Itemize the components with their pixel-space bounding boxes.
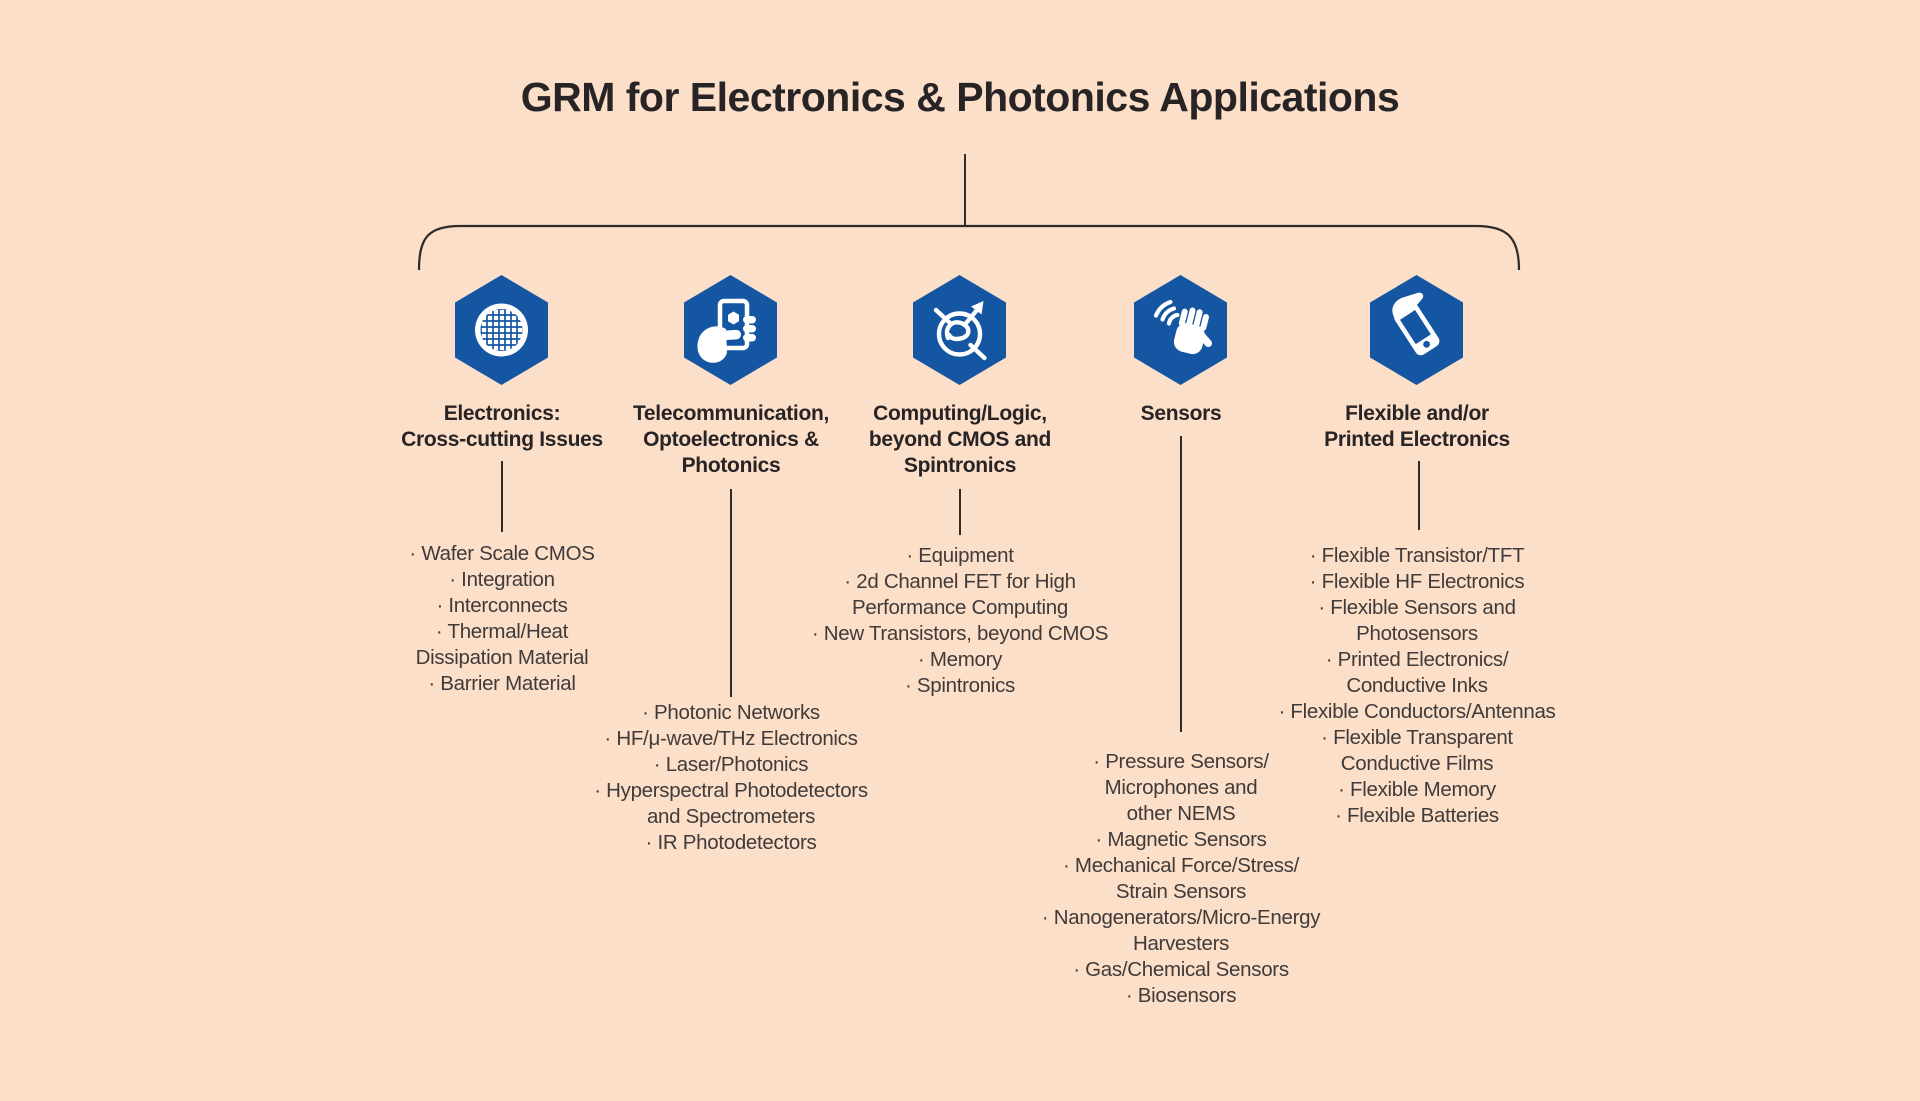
list-item-continuation: other NEMS	[1126, 802, 1236, 825]
list-item-continuation: Strain Sensors	[1115, 880, 1247, 903]
heading-line: Computing/Logic,	[873, 402, 1047, 425]
hand-holding-phone-icon	[684, 275, 777, 385]
list-item: · Flexible Sensors and	[1318, 596, 1516, 619]
list-item: · Photonic Networks	[642, 701, 820, 724]
branch-bracket-line	[417, 224, 1521, 271]
list-item-continuation: and Spectrometers	[646, 805, 816, 828]
list-item-continuation: Conductive Inks	[1346, 674, 1488, 697]
list-item: · Biosensors	[1125, 984, 1237, 1007]
waving-hand-sensor-icon	[1134, 275, 1227, 385]
list-item: · Hyperspectral Photodetectors	[594, 779, 868, 802]
list-item: · Interconnects	[436, 594, 568, 617]
heading-line: Spintronics	[903, 454, 1017, 477]
list-item-continuation: Dissipation Material	[415, 646, 589, 669]
list-item: · Printed Electronics/	[1325, 648, 1509, 671]
list-item: · Flexible Memory	[1338, 778, 1496, 801]
list-item-continuation: Conductive Films	[1340, 752, 1494, 775]
heading-line: Sensors	[1140, 402, 1222, 425]
spin-arrow-icon	[913, 275, 1006, 385]
page-title: GRM for Electronics & Photonics Applicat…	[520, 74, 1400, 120]
list-item: · IR Photodetectors	[645, 831, 817, 854]
branch-heading-telecom: Telecommunication, Optoelectronics & Photo…	[571, 401, 891, 479]
branch-connector-line	[730, 489, 732, 697]
branch-heading-sensors: Sensors	[1021, 401, 1341, 427]
list-item-continuation: Photosensors	[1356, 622, 1478, 645]
list-item: · Mechanical Force/Stress/	[1063, 854, 1299, 877]
list-item: · Spintronics	[904, 674, 1016, 697]
heading-line: Electronics:	[443, 402, 561, 425]
branch-heading-electronics: Electronics: Cross-cutting Issues	[342, 401, 662, 453]
heading-line: Cross-cutting Issues	[401, 428, 603, 451]
branch-list-sensors: · Pressure Sensors/Microphones and other …	[1001, 749, 1361, 1009]
list-item: · Equipment	[906, 544, 1014, 567]
branch-connector-line	[501, 461, 503, 532]
branch-connector-line	[1180, 436, 1182, 732]
list-item-continuation: Microphones and	[1104, 776, 1258, 799]
list-item-continuation: Performance Computing	[852, 596, 1068, 619]
list-item: · HF/μ-wave/THz Electronics	[604, 727, 858, 750]
list-item: · Magnetic Sensors	[1095, 828, 1267, 851]
heading-line: Optoelectronics &	[643, 428, 819, 451]
heading-line: beyond CMOS and	[868, 428, 1052, 451]
heading-line: Telecommunication,	[632, 402, 830, 425]
heading-line: Flexible and/or	[1345, 402, 1489, 425]
list-item: · Flexible Batteries	[1335, 804, 1499, 827]
list-item: · Wafer Scale CMOS	[409, 542, 595, 565]
branch-connector-line	[1418, 461, 1420, 530]
list-item: · New Transistors, beyond CMOS	[811, 622, 1109, 645]
list-item: · Integration	[449, 568, 555, 591]
wafer-grid-icon	[455, 275, 548, 385]
list-item-continuation: Harvesters	[1132, 932, 1230, 955]
list-item: · Thermal/Heat	[435, 620, 569, 643]
list-item: · Memory	[917, 648, 1003, 671]
list-item: · Pressure Sensors/	[1093, 750, 1269, 773]
list-item: · Barrier Material	[428, 672, 576, 695]
branch-connector-line	[959, 489, 961, 535]
flexible-phone-icon	[1370, 275, 1463, 385]
list-item: · Laser/Photonics	[653, 753, 809, 776]
list-item: · 2d Channel FET for High	[844, 570, 1076, 593]
list-item: · Nanogenerators/Micro-Energy	[1041, 906, 1321, 929]
branch-list-electronics: · Wafer Scale CMOS · Integration · Interco…	[322, 541, 682, 697]
list-item: · Flexible Transparent	[1321, 726, 1513, 749]
root-stem-line	[964, 154, 966, 225]
branch-list-flexible: · Flexible Transistor/TFT · Flexible HF E…	[1237, 543, 1597, 829]
list-item: · Flexible Transistor/TFT	[1309, 544, 1525, 567]
list-item: · Gas/Chemical Sensors	[1073, 958, 1289, 981]
list-item: · Flexible HF Electronics	[1309, 570, 1525, 593]
branch-list-telecom: · Photonic Networks · HF/μ-wave/THz Elect…	[551, 700, 911, 856]
list-item: · Flexible Conductors/Antennas	[1278, 700, 1556, 723]
heading-line: Printed Electronics	[1324, 428, 1510, 451]
heading-line: Photonics	[681, 454, 781, 477]
